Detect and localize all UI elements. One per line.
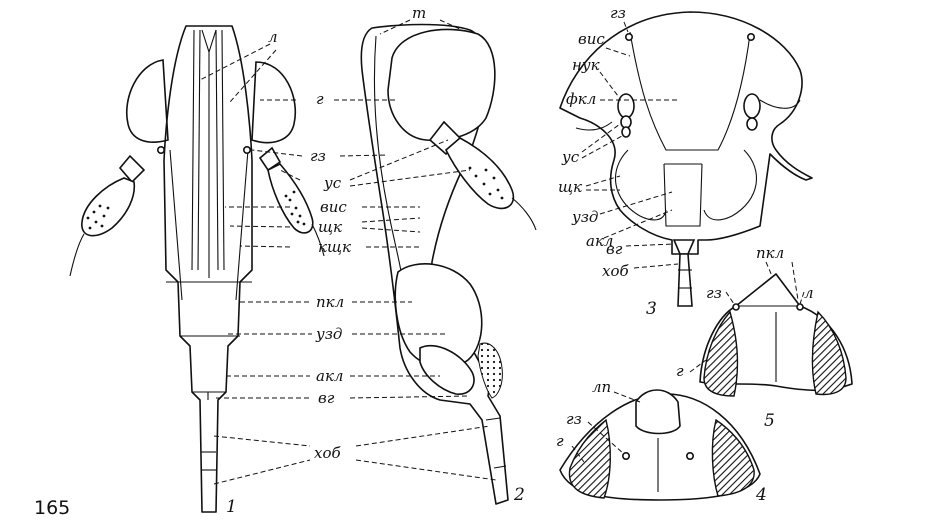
label-vis-fig1: вис bbox=[320, 198, 347, 216]
label-us-fig1: ус bbox=[323, 174, 342, 192]
frontal-head-outline bbox=[559, 11, 813, 255]
figure-5-outline bbox=[699, 273, 853, 392]
page-number: 165 bbox=[34, 497, 70, 519]
label-pkl-fig5: пкл bbox=[756, 244, 784, 262]
label-fkl: фкл bbox=[566, 90, 596, 108]
label-vis-fig3: вис bbox=[578, 30, 605, 48]
left-eye-shape bbox=[126, 59, 169, 143]
figure-numbers: 1 2 3 4 5 bbox=[226, 299, 775, 517]
lateral-eye-shape bbox=[387, 28, 496, 142]
label-uzd-fig3: узд bbox=[571, 208, 598, 226]
label-l-fig5: л bbox=[804, 284, 814, 302]
label-pkl-fig1: пкл bbox=[316, 293, 344, 311]
left-antenna-segment-1 bbox=[118, 154, 146, 184]
figure-1-dorsal-view bbox=[69, 25, 325, 513]
figure-number-5: 5 bbox=[764, 411, 775, 431]
figure-number-1: 1 bbox=[226, 497, 237, 517]
label-l-fig1: л bbox=[268, 28, 278, 46]
label-shchk-fig1: щк bbox=[318, 218, 342, 236]
lateral-clypeus-plate bbox=[419, 344, 475, 395]
label-us-fig3: ус bbox=[561, 148, 580, 166]
label-uzd-fig1: узд bbox=[315, 325, 342, 343]
figure-number-4: 4 bbox=[755, 485, 767, 505]
label-g-fig5: г bbox=[676, 362, 684, 380]
right-antenna-segment-2 bbox=[267, 163, 314, 234]
label-khob: хоб bbox=[314, 444, 341, 462]
figure-4-labrum bbox=[635, 389, 681, 435]
figure-5-left-eye bbox=[703, 310, 739, 397]
figure-4-left-eye bbox=[568, 418, 611, 499]
label-shchk-fig3: щк bbox=[558, 178, 582, 196]
label-gz-fig5: гз bbox=[706, 284, 722, 302]
figure-4-outline bbox=[559, 393, 761, 501]
head-outline bbox=[163, 25, 253, 513]
labels: т л г гз ус вис щк кщк пкл узд акл вг хо… bbox=[268, 4, 814, 462]
figure-3-frontal-view bbox=[559, 11, 813, 307]
figure-5-head-plate bbox=[699, 273, 853, 397]
label-khob-fig3: хоб bbox=[602, 262, 629, 280]
label-t: т bbox=[412, 4, 426, 22]
label-lp: лп bbox=[592, 378, 611, 396]
label-g-fig4: г bbox=[556, 432, 564, 450]
figure-4-right-eye bbox=[711, 418, 755, 497]
label-g-fig1: г bbox=[316, 90, 324, 108]
lateral-lorum-plate bbox=[394, 263, 483, 369]
label-akl-fig3: акл bbox=[586, 232, 613, 250]
leader-lines bbox=[199, 19, 805, 485]
label-gz-fig1: гз bbox=[310, 147, 326, 165]
figure-number-2: 2 bbox=[513, 485, 525, 505]
label-kshchk: кщк bbox=[318, 238, 351, 256]
figure-5-right-eye bbox=[811, 310, 847, 396]
label-gz-fig3: гз bbox=[610, 4, 626, 22]
figure-number-3: 3 bbox=[646, 299, 657, 319]
figure-4-head-plate bbox=[559, 389, 761, 501]
label-nuk: нук bbox=[572, 56, 600, 74]
right-antenna-segment-1 bbox=[258, 146, 282, 172]
label-vg-fig1: вг bbox=[318, 389, 335, 407]
label-akl-fig1: акл bbox=[316, 367, 343, 385]
label-vg-fig3: вг bbox=[606, 240, 623, 258]
right-eye-shape bbox=[251, 61, 296, 144]
figure-2-lateral-view bbox=[360, 23, 537, 505]
label-gz-fig4: гз bbox=[566, 410, 582, 428]
